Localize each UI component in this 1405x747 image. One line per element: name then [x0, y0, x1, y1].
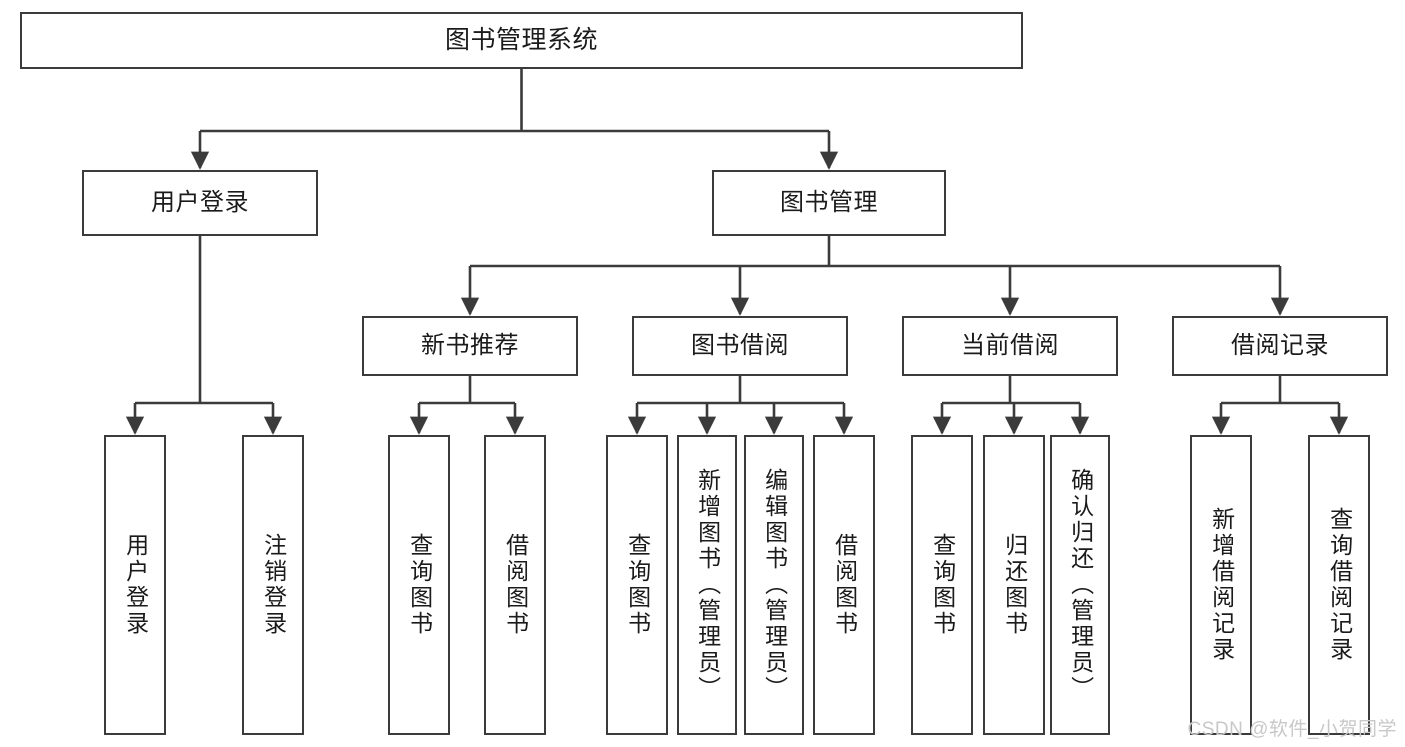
node-label-root: 图书管理系统	[444, 25, 598, 54]
node-label-leaf-add-record: 新增借阅记录	[1208, 507, 1235, 663]
node-leaf-borrow-book-2[interactable]: 借阅图书	[813, 435, 875, 735]
node-label-leaf-add-book: 新增图书（管理员）	[694, 468, 721, 702]
node-leaf-edit-book[interactable]: 编辑图书（管理员）	[744, 435, 804, 735]
node-label-borrow-record: 借阅记录	[1231, 331, 1329, 359]
node-leaf-user-login[interactable]: 用户登录	[104, 435, 166, 735]
node-label-current-borrow: 当前借阅	[961, 331, 1059, 359]
node-label-leaf-borrow-book-2: 借阅图书	[831, 533, 858, 637]
node-label-leaf-borrow-book-1: 借阅图书	[502, 533, 529, 637]
node-leaf-return-book[interactable]: 归还图书	[983, 435, 1045, 735]
node-label-leaf-edit-book: 编辑图书（管理员）	[761, 468, 788, 702]
node-label-leaf-return-book: 归还图书	[1001, 533, 1028, 637]
node-borrow-record[interactable]: 借阅记录	[1172, 316, 1388, 376]
node-book-manage[interactable]: 图书管理	[712, 170, 946, 236]
node-leaf-query-book-1[interactable]: 查询图书	[388, 435, 450, 735]
node-leaf-confirm-return[interactable]: 确认归还（管理员）	[1050, 435, 1110, 735]
node-leaf-logout[interactable]: 注销登录	[242, 435, 304, 735]
node-book-borrow[interactable]: 图书借阅	[632, 316, 848, 376]
watermark-label: CSDN @软件_小贺同学	[1187, 719, 1397, 740]
node-leaf-borrow-book-1[interactable]: 借阅图书	[484, 435, 546, 735]
node-leaf-query-record[interactable]: 查询借阅记录	[1308, 435, 1370, 735]
node-label-leaf-confirm-return: 确认归还（管理员）	[1067, 468, 1094, 702]
node-label-leaf-query-book-2: 查询图书	[624, 533, 651, 637]
node-label-book-borrow: 图书借阅	[691, 331, 789, 359]
node-leaf-query-book-2[interactable]: 查询图书	[606, 435, 668, 735]
node-label-new-book-recommend: 新书推荐	[421, 331, 519, 359]
node-leaf-add-book[interactable]: 新增图书（管理员）	[677, 435, 737, 735]
node-user-login[interactable]: 用户登录	[82, 170, 318, 236]
node-label-user-login: 用户登录	[151, 188, 249, 216]
node-label-book-manage: 图书管理	[780, 188, 878, 216]
node-new-book-recommend[interactable]: 新书推荐	[362, 316, 578, 376]
node-label-leaf-logout: 注销登录	[260, 533, 287, 637]
node-label-leaf-query-record: 查询借阅记录	[1326, 507, 1353, 663]
node-leaf-query-book-3[interactable]: 查询图书	[911, 435, 973, 735]
node-label-leaf-query-book-1: 查询图书	[406, 533, 433, 637]
node-label-leaf-user-login: 用户登录	[122, 533, 149, 637]
node-label-leaf-query-book-3: 查询图书	[929, 533, 956, 637]
node-root[interactable]: 图书管理系统	[20, 12, 1023, 69]
node-current-borrow[interactable]: 当前借阅	[902, 316, 1118, 376]
node-leaf-add-record[interactable]: 新增借阅记录	[1190, 435, 1252, 735]
